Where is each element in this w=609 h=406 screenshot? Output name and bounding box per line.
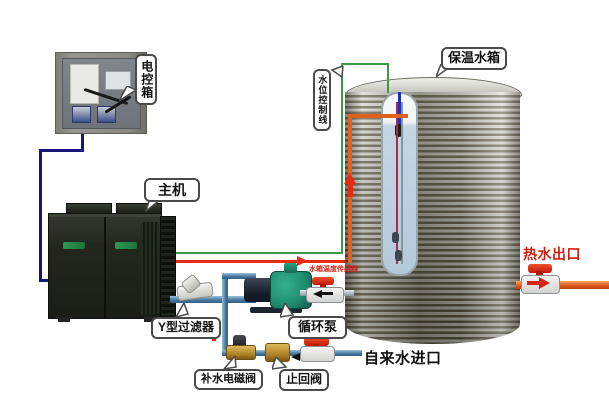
sensor-float [392,232,399,243]
flow-arrow-left-icon [291,353,300,361]
controller-display [105,71,131,90]
pump-base [250,307,302,313]
solenoid-coil [233,335,246,347]
callout-tail [119,86,137,102]
level-line-top [341,63,389,65]
pump-outlet-pipe [222,273,256,279]
pump-inlet-flange [284,263,297,273]
control-box-document [70,64,99,104]
callout-tail [222,356,237,370]
sensor-line-gray [401,102,403,264]
flow-arrow-up-icon [344,173,356,184]
label-y-filter: Y型过滤器 [151,317,222,339]
power-wire-segment [39,149,42,282]
power-wire-segment [81,129,84,152]
level-line-vertical [341,63,343,254]
outlet-valve-stem [536,271,543,277]
panel-frame [49,214,161,217]
flow-arrow-left-icon [313,290,322,298]
label-main-unit: 主机 [144,178,200,203]
suction-valve-handle [312,277,334,285]
heat-pump-foot [58,317,70,322]
brand-logo [115,242,137,249]
tank-temp-sensor-note: 水箱温度传感器 [309,266,358,273]
heat-pump-unit [48,213,162,319]
panel-divider [104,214,106,318]
outlet-valve-handle [528,264,552,273]
level-sensor-tube [381,92,418,276]
brand-logo [63,242,85,249]
inlet-valve-body [300,346,335,362]
label-check-valve: 止回阀 [279,369,330,391]
label-makeup-solenoid-valve: 补水电磁阀 [194,369,263,390]
flow-arrow-tail [527,281,540,285]
front-louvers [141,222,159,314]
riser-arrow-stem [348,183,353,197]
sensor-probe [395,124,402,137]
callout-tail [280,303,295,318]
tank-body [345,92,520,344]
hot-water-outlet-text: 热水出口 [523,246,581,262]
label-tank: 保温水箱 [441,47,508,70]
sensor-line-red [396,102,398,264]
callout-tail [330,66,344,78]
circulation-pipe [170,296,256,303]
hot-line-horizontal [172,260,351,263]
solenoid-valve-body [226,345,256,360]
control-box-interior [62,58,141,129]
hot-feed-top [348,114,408,118]
sensor-wire [398,92,401,126]
power-wire-segment [39,279,53,282]
heat-pump-foot [144,317,156,322]
callout-tail [174,303,189,318]
tap-water-inlet-text: 自来水进口 [364,350,442,367]
suction-valve-stem [320,284,326,289]
level-line-drop [387,63,389,93]
label-circulation-pump: 循环泵 [288,316,348,339]
suction-valve-body [306,287,344,303]
label-water-level-line: 水位控制线 [313,69,332,131]
flow-arrow-right-icon [539,277,550,289]
flow-arrow-tail [321,292,333,295]
inlet-valve-handle [304,337,329,346]
contactor [72,106,91,123]
label-control-box: 电控箱 [135,54,157,105]
power-wire-segment [39,149,84,152]
flow-arrow-right-icon [297,256,308,266]
level-line-horizontal [172,252,343,254]
sensor-float [395,250,402,261]
circulation-riser [222,274,228,356]
hot-water-outlet-pipe [516,281,609,289]
callout-tail [272,357,288,370]
